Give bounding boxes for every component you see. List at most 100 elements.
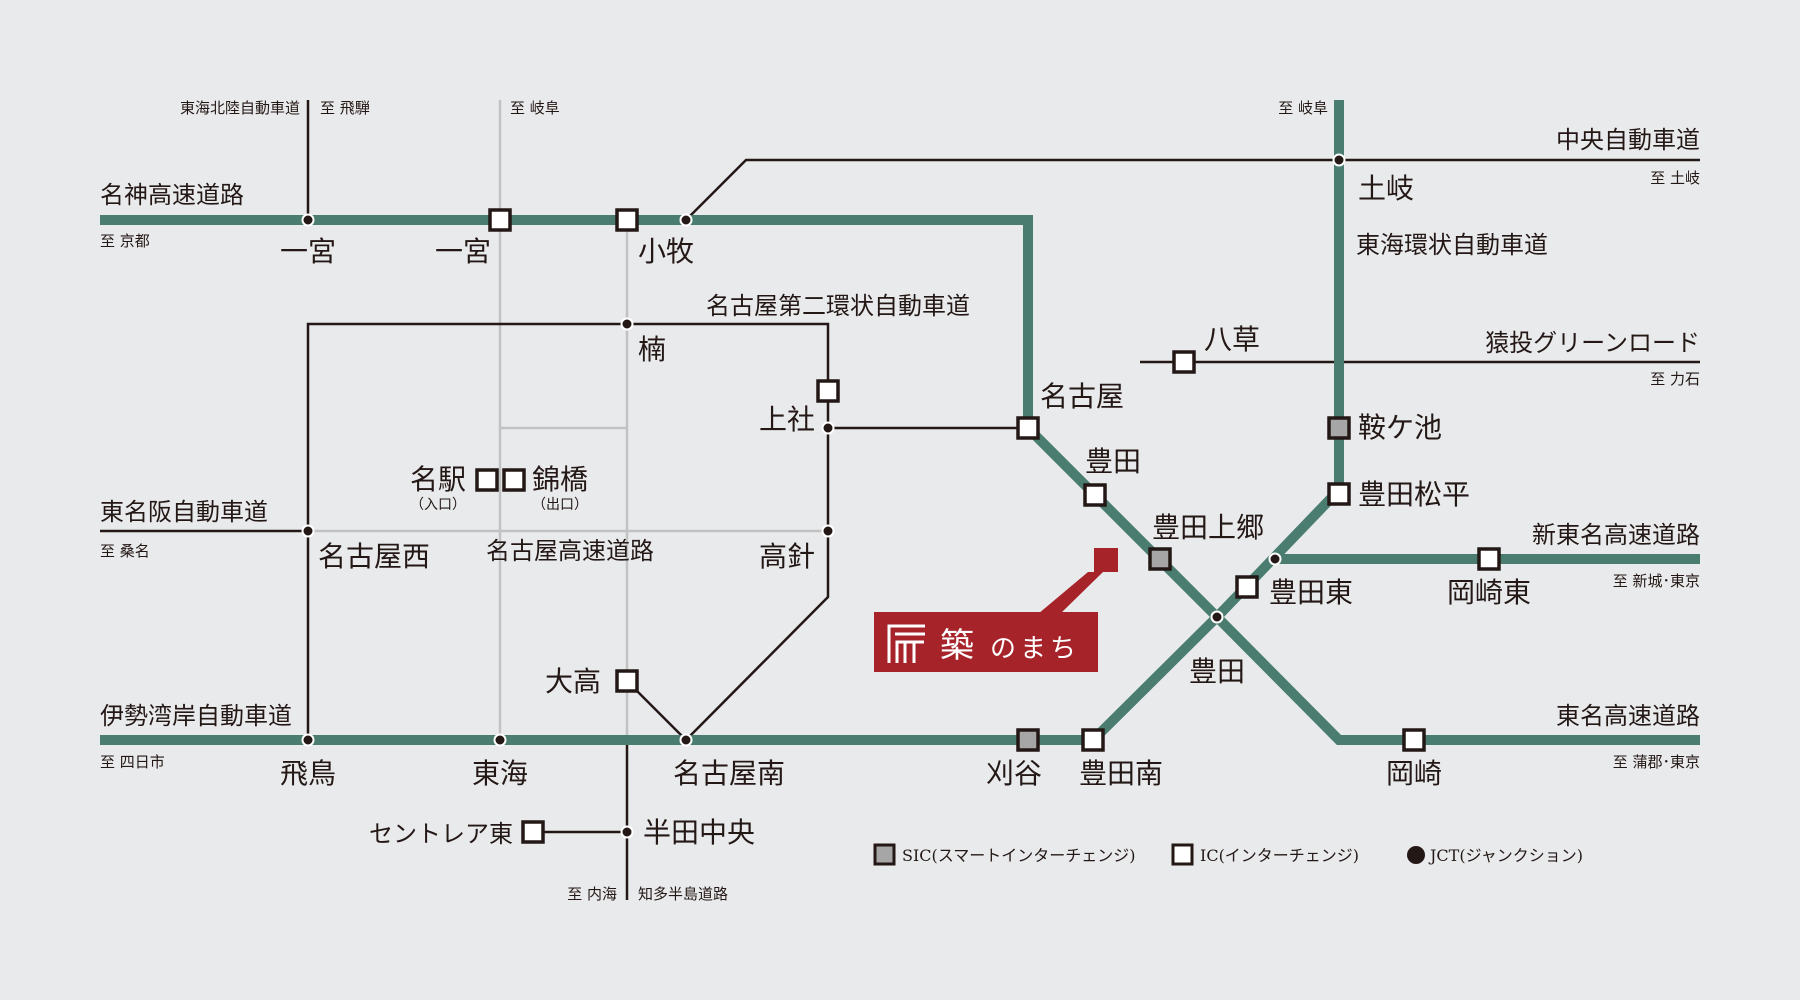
road-higashi-meihan: 東名阪自動車道: [100, 498, 268, 526]
road-nagoya-kosoku: 名古屋高速道路: [486, 537, 654, 565]
place-toyota-kamigo: 豊田上郷: [1152, 511, 1264, 544]
road-chuo: 中央自動車道: [1556, 126, 1700, 154]
place-tokai: 東海: [472, 757, 528, 790]
place-nishikibashi-note: （出口）: [532, 497, 588, 513]
sic-kariya[interactable]: [1016, 728, 1040, 752]
ic-nagoya[interactable]: [1016, 416, 1040, 440]
place-ichinomiya-jct: 一宮: [280, 235, 336, 268]
legend-jct-dot: [1407, 846, 1425, 864]
ic-meieki[interactable]: [475, 468, 499, 492]
chuo-road-line: [685, 158, 1700, 221]
place-takabari: 高針: [759, 540, 815, 573]
ic-toyota-higashi[interactable]: [1235, 575, 1259, 599]
ic-toyota-matsudaira[interactable]: [1327, 482, 1351, 506]
jct-komaki[interactable]: [679, 213, 693, 227]
place-centrair-higashi: セントレア東: [369, 820, 513, 848]
place-kuragaike: 鞍ケ池: [1358, 411, 1442, 444]
place-nagoya-nishi: 名古屋西: [318, 540, 430, 573]
jct-nagoya-nishi[interactable]: [301, 524, 315, 538]
ic-okazaki[interactable]: [1402, 728, 1426, 752]
ic-odaka[interactable]: [615, 669, 639, 693]
place-toki: 土岐: [1358, 172, 1414, 205]
dir-gamagori-tokyo: 至 蒲郡･東京: [1613, 753, 1700, 771]
property-marker[interactable]: 築 のまち: [874, 548, 1118, 672]
meishin-tomei-line: [100, 215, 1700, 745]
junctions: [301, 153, 1346, 839]
place-meieki: 名駅: [410, 463, 466, 496]
place-kariya: 刈谷: [986, 757, 1042, 790]
place-kusunoki: 楠: [638, 333, 666, 366]
place-okazaki-higashi: 岡崎東: [1447, 576, 1531, 609]
jct-handa-chuo[interactable]: [620, 825, 634, 839]
nagoya-second-ring-line: [306, 322, 830, 741]
ic-okazaki-higashi[interactable]: [1477, 547, 1501, 571]
jct-kusunoki[interactable]: [620, 317, 634, 331]
ic-centrair-higashi[interactable]: [521, 820, 545, 844]
jct-asuka[interactable]: [301, 733, 315, 747]
jct-shin-tomei[interactable]: [1268, 552, 1282, 566]
ic-kamiyashiro[interactable]: [816, 379, 840, 403]
ic-yagusa[interactable]: [1172, 350, 1196, 374]
place-handa-chuo: 半田中央: [643, 816, 755, 849]
dir-yokkaichi: 至 四日市: [100, 753, 165, 771]
legend-ic-swatch: [1171, 843, 1194, 866]
jct-toki[interactable]: [1332, 153, 1346, 167]
dir-gifu-east: 至 岐阜: [1278, 99, 1328, 117]
place-nagoya-minami: 名古屋南: [673, 757, 785, 790]
smart-interchanges: [1016, 416, 1351, 752]
legend: SIC(スマートインターチェンジ) IC(インターチェンジ) JCT(ジャンクシ…: [873, 843, 1583, 866]
dir-toki: 至 土岐: [1650, 169, 1700, 187]
ic-toyota-minami[interactable]: [1081, 728, 1105, 752]
direction-labels: 至 京都 至 飛騨 至 岐阜 至 岐阜 至 土岐 至 力石 至 桑名 至 新城･…: [100, 99, 1700, 903]
place-ichinomiya-ic: 一宮: [435, 235, 491, 268]
dir-shinshiro-tokyo: 至 新城･東京: [1613, 572, 1700, 590]
place-toyota-matsudaira: 豊田松平: [1358, 478, 1470, 511]
road-nagoya-second-ring: 名古屋第二環状自動車道: [706, 292, 970, 320]
dir-kyoto: 至 京都: [100, 232, 150, 250]
place-nishikibashi: 錦橋: [532, 463, 588, 496]
building-logo-icon: [887, 624, 925, 663]
jct-toyota[interactable]: [1210, 610, 1224, 624]
dir-kuwana: 至 桑名: [100, 542, 150, 560]
road-tokai-hokuriku: 東海北陸自動車道: [180, 99, 300, 117]
sic-toyota-kamigo[interactable]: [1148, 547, 1172, 571]
road-tomei: 東名高速道路: [1556, 702, 1700, 730]
city-roads: [308, 100, 828, 740]
jct-ichinomiya[interactable]: [301, 213, 315, 227]
jct-nagoya-minami[interactable]: [679, 733, 693, 747]
legend-sic-swatch: [873, 843, 896, 866]
tokai-kanjo-isewangan-line: [100, 100, 1344, 745]
jct-tokai[interactable]: [493, 733, 507, 747]
dir-gifu-west: 至 岐阜: [510, 99, 560, 117]
dir-utsumi: 至 内海: [567, 885, 617, 903]
property-location-square[interactable]: [1094, 548, 1118, 572]
callout-pointer: [1038, 572, 1103, 614]
place-meieki-note: （入口）: [410, 497, 466, 513]
place-toyota-higashi: 豊田東: [1269, 576, 1353, 609]
legend-ic-label: IC(インターチェンジ): [1200, 846, 1359, 865]
dir-hida: 至 飛騨: [320, 99, 370, 117]
ic-toyota[interactable]: [1083, 483, 1107, 507]
ic-nishikibashi[interactable]: [502, 468, 526, 492]
place-okazaki: 岡崎: [1386, 757, 1442, 790]
sic-kuragaike[interactable]: [1327, 416, 1351, 440]
jct-kamiyashiro[interactable]: [821, 421, 835, 435]
ic-komaki[interactable]: [615, 208, 639, 232]
place-toyota-minami: 豊田南: [1079, 757, 1163, 790]
place-odaka: 大高: [545, 665, 601, 698]
jct-takabari[interactable]: [821, 524, 835, 538]
place-komaki: 小牧: [638, 235, 694, 268]
road-isewangan: 伊勢湾岸自動車道: [100, 702, 292, 730]
road-names: 名神高速道路 東海北陸自動車道 中央自動車道 東海環状自動車道 名古屋第二環状自…: [100, 99, 1700, 903]
road-tokai-kanjo: 東海環状自動車道: [1356, 231, 1548, 259]
interchanges: [475, 208, 1501, 844]
ic-ichinomiya[interactable]: [488, 208, 512, 232]
road-chita-hanto: 知多半島道路: [638, 885, 728, 903]
road-shin-tomei: 新東名高速道路: [1532, 521, 1700, 549]
road-sanage-green: 猿投グリーンロード: [1485, 329, 1700, 357]
road-meishin: 名神高速道路: [100, 181, 244, 209]
place-toyota-upper: 豊田: [1085, 445, 1141, 478]
brand-name-kana: のまち: [990, 634, 1080, 664]
brand-name-kanji: 築: [940, 626, 974, 666]
